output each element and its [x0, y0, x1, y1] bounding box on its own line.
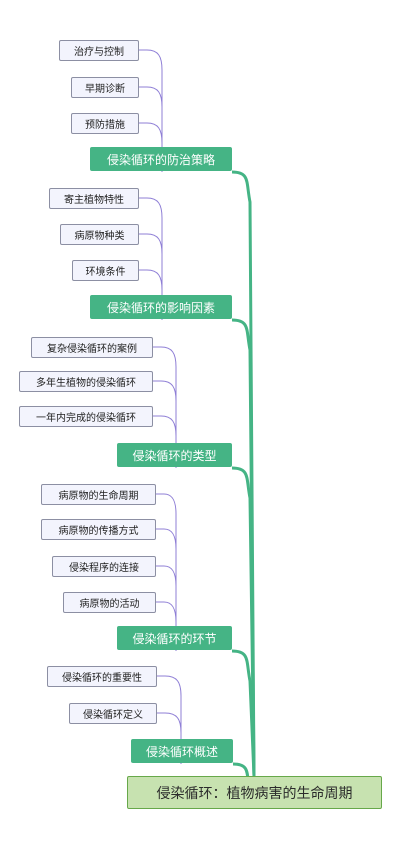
leaf-prevention[interactable]: 预防措施 [71, 113, 139, 134]
branch-root-link-1 [231, 318, 256, 777]
leaf-complex-case[interactable]: 复杂侵染循环的案例 [31, 337, 153, 358]
leaf-host-traits[interactable]: 寄主植物特性 [49, 188, 139, 209]
leaf-dispersal-modes[interactable]: 病原物的传播方式 [41, 519, 156, 540]
branch-cycle-stages[interactable]: 侵染循环的环节 [117, 626, 232, 650]
leaf-annual-cycle[interactable]: 一年内完成的侵染循环 [19, 406, 153, 427]
leaf-environment[interactable]: 环境条件 [72, 260, 139, 281]
leaf-link-3-1 [156, 528, 177, 651]
branch-control-strategy[interactable]: 侵染循环的防治策略 [90, 147, 232, 171]
leaf-link-3-3 [156, 601, 177, 651]
leaf-link-3-2 [156, 565, 177, 651]
leaf-treatment-control[interactable]: 治疗与控制 [59, 40, 139, 61]
branch-root-link-0 [231, 170, 256, 777]
leaf-link-2-0 [153, 346, 177, 468]
leaf-link-0-0 [139, 49, 163, 172]
root-topic[interactable]: 侵染循环：植物病害的生命周期 [127, 776, 382, 809]
leaf-link-1-1 [139, 233, 163, 320]
leaf-pathogen-type[interactable]: 病原物种类 [60, 224, 139, 245]
leaf-infection-link[interactable]: 侵染程序的连接 [52, 556, 156, 577]
leaf-definition[interactable]: 侵染循环定义 [69, 703, 157, 724]
branch-root-link-3 [231, 649, 256, 777]
leaf-link-4-0 [157, 675, 182, 764]
branch-influencing-factors[interactable]: 侵染循环的影响因素 [90, 295, 232, 319]
leaf-link-0-1 [139, 86, 163, 172]
leaf-link-0-2 [139, 122, 163, 172]
branch-overview[interactable]: 侵染循环概述 [131, 739, 233, 763]
leaf-early-diagnosis[interactable]: 早期诊断 [71, 77, 139, 98]
leaf-link-4-1 [157, 712, 182, 764]
leaf-link-3-0 [156, 493, 177, 651]
branch-root-link-2 [231, 466, 256, 777]
leaf-importance[interactable]: 侵染循环的重要性 [47, 666, 157, 687]
leaf-link-1-2 [139, 269, 163, 320]
leaf-perennial-cycle[interactable]: 多年生植物的侵染循环 [19, 371, 153, 392]
branch-cycle-types[interactable]: 侵染循环的类型 [117, 443, 232, 467]
leaf-pathogen-activity[interactable]: 病原物的活动 [63, 592, 156, 613]
leaf-link-1-0 [139, 197, 163, 320]
leaf-link-2-1 [153, 380, 177, 468]
leaf-link-2-2 [153, 415, 177, 468]
leaf-pathogen-lifecycle[interactable]: 病原物的生命周期 [41, 484, 156, 505]
